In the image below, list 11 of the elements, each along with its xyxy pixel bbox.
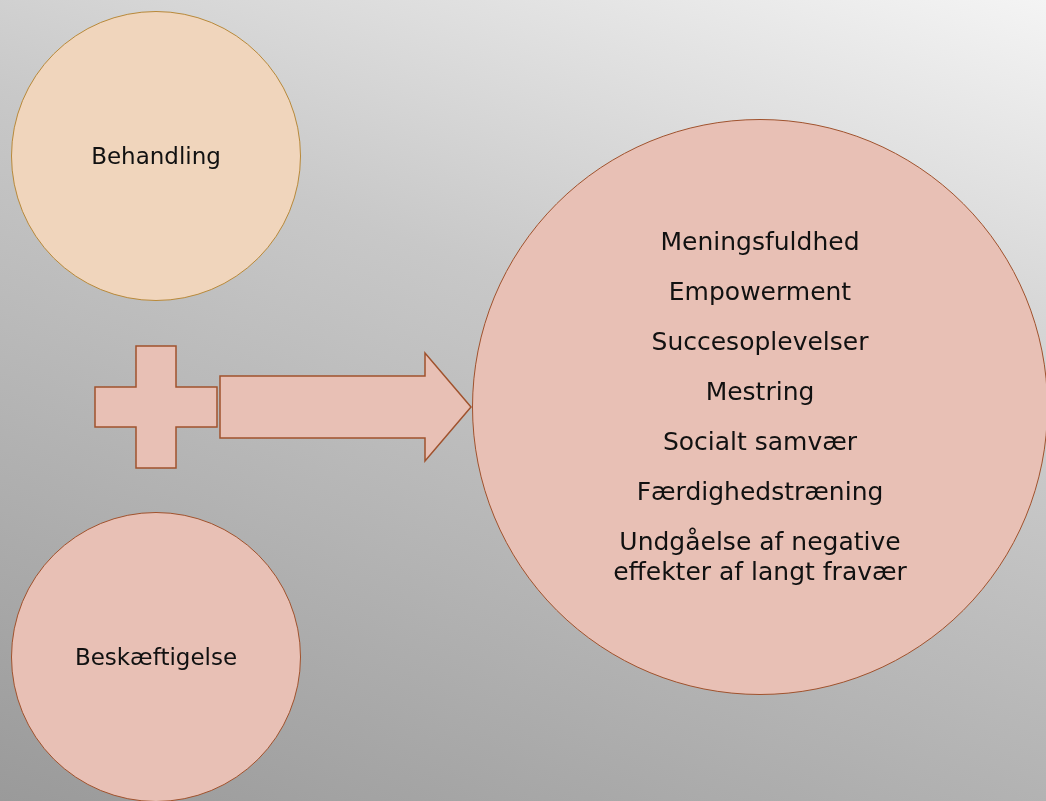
node-text: Succesoplevelser [651, 327, 869, 357]
plus-sign [94, 345, 218, 469]
node-text: Empowerment [668, 277, 852, 307]
node-text: Socialt samvær [662, 427, 858, 457]
node-text: Færdighedstræning [636, 477, 884, 507]
node-text: Mestring [705, 377, 815, 407]
node-text: Behandling [91, 143, 221, 169]
block-arrow [219, 350, 472, 464]
node-text: Meningsfuldhed [660, 227, 860, 257]
node-text: Undgåelse af negative effekter af langt fravær [612, 527, 908, 587]
node-text: Beskæftigelse [74, 644, 238, 670]
